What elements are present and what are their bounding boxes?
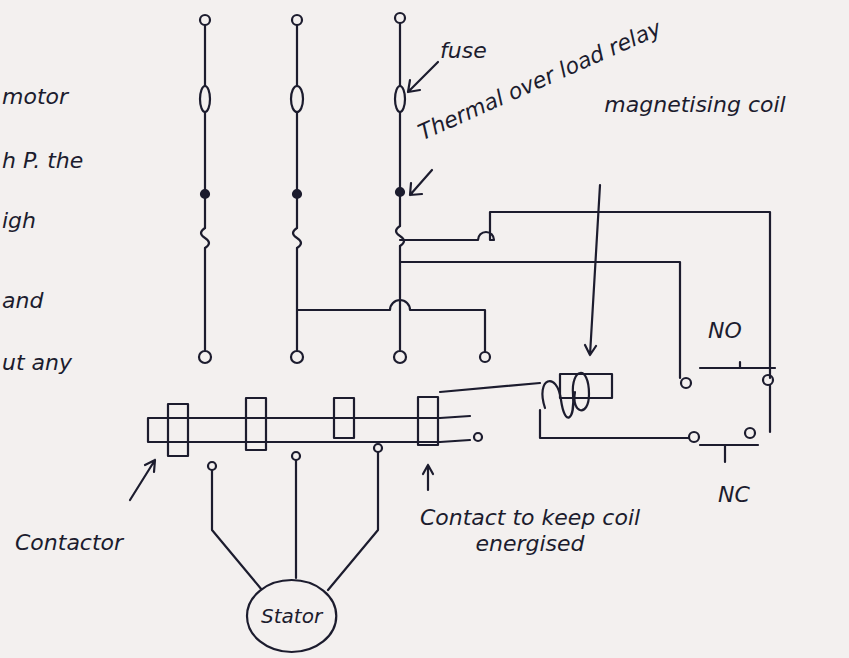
node-text: Stator [261,604,322,628]
motor-leads [212,452,378,590]
contactor-bar [148,397,482,470]
margin-note: motor [2,84,68,110]
contact-name: NO [708,318,742,344]
circle-shape [247,580,336,652]
part-name: Thermal over load relay [414,15,665,146]
leader-lines [130,62,600,500]
control-wires [297,212,775,462]
part-name: fuse [440,38,487,64]
margin-note: ut any [2,350,72,376]
margin-note: igh [2,208,36,234]
margin-note: and [2,288,43,314]
part-name: Contact to keep coil energised [405,505,655,558]
magnetising-coil [440,373,612,418]
stator-circle: Stator [245,578,338,654]
part-name: magnetising coil [600,92,790,118]
margin-note: h P. the [2,148,83,174]
contact-name: NC [718,482,750,508]
part-name: Contactor [15,530,123,556]
